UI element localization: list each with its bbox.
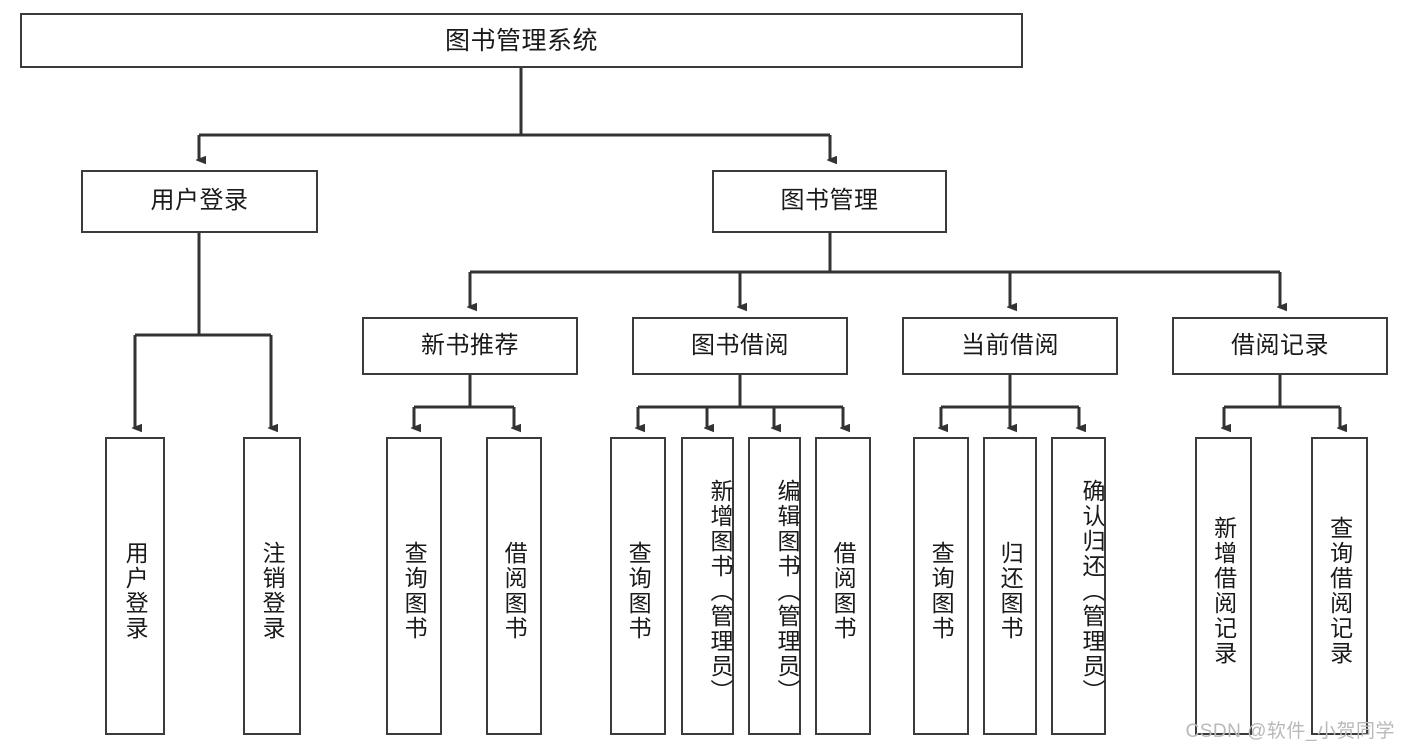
leaf-user-logout[interactable]: 注销登录 <box>243 437 301 735</box>
leaf-recommend-query-book[interactable]: 查询图书 <box>386 437 442 735</box>
csdn-watermark: CSDN @软件_小贺同学 <box>1185 721 1395 742</box>
node-borrow-record[interactable]: 借阅记录 <box>1172 317 1388 375</box>
node-book-borrow[interactable]: 图书借阅 <box>632 317 848 375</box>
leaf-recommend-borrow-book[interactable]: 借阅图书 <box>486 437 542 735</box>
leaf-borrow-lend-book[interactable]: 借阅图书 <box>815 437 871 735</box>
leaf-borrow-edit-book-admin[interactable]: 编辑图书（管理员） <box>748 437 801 735</box>
leaf-current-confirm-return-admin[interactable]: 确认归还（管理员） <box>1051 437 1106 735</box>
leaf-current-query-book[interactable]: 查询图书 <box>913 437 969 735</box>
leaf-user-login[interactable]: 用户登录 <box>105 437 165 735</box>
leaf-record-add-borrow-record[interactable]: 新增借阅记录 <box>1195 437 1252 735</box>
node-root[interactable]: 图书管理系统 <box>20 13 1023 68</box>
leaf-borrow-query-book[interactable]: 查询图书 <box>610 437 666 735</box>
leaf-record-query-borrow-record[interactable]: 查询借阅记录 <box>1311 437 1368 735</box>
node-current-borrow[interactable]: 当前借阅 <box>902 317 1118 375</box>
node-user-login[interactable]: 用户登录 <box>81 170 318 233</box>
leaf-borrow-add-book-admin[interactable]: 新增图书（管理员） <box>681 437 734 735</box>
node-book-manage[interactable]: 图书管理 <box>712 170 947 233</box>
node-new-book-recommendation[interactable]: 新书推荐 <box>362 317 578 375</box>
leaf-current-return-book[interactable]: 归还图书 <box>983 437 1037 735</box>
